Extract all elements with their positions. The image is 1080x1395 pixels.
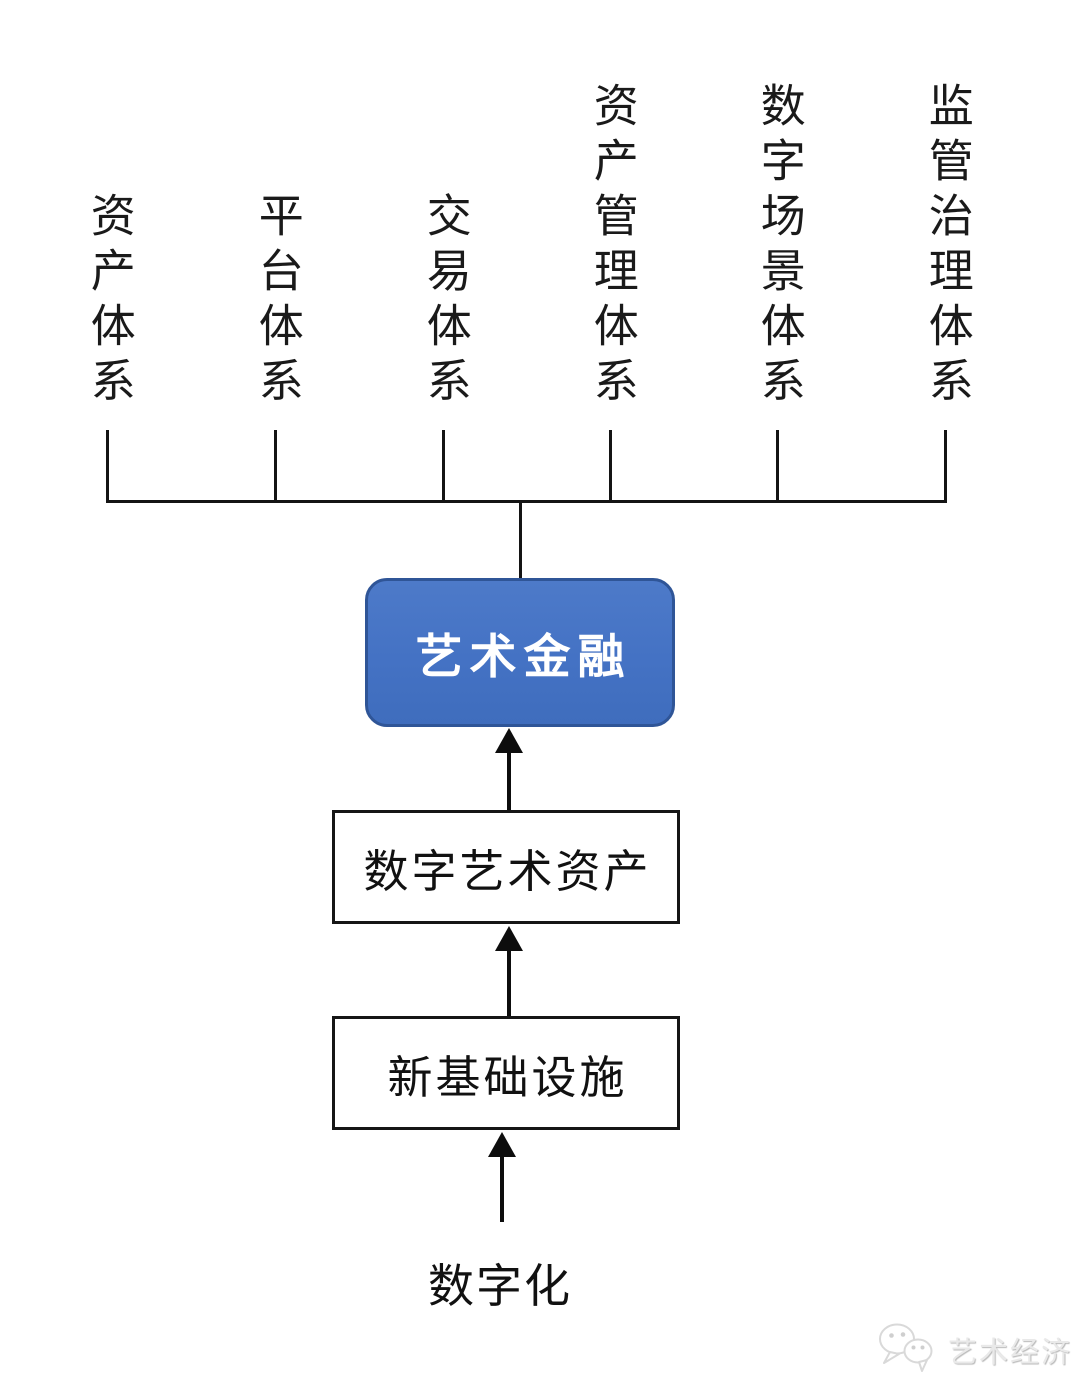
- connector-stub-2: [274, 430, 277, 503]
- up-arrow-head-3: [488, 1132, 516, 1157]
- connector-horizontal-bar: [106, 500, 947, 503]
- connector-center-drop: [519, 503, 522, 579]
- art-finance-node: 艺术金融: [365, 578, 675, 727]
- up-arrow-shaft-2: [507, 948, 511, 1016]
- system-label-digital-scene: 数字场景体系: [753, 82, 804, 412]
- up-arrow-shaft-1: [507, 750, 511, 810]
- up-arrow-head-2: [495, 926, 523, 951]
- connector-stub-1: [106, 430, 109, 503]
- art-finance-label: 艺术金融: [415, 632, 632, 684]
- system-label-regulatory-governance: 监管治理体系: [921, 82, 972, 412]
- system-label-asset-management: 资产管理体系: [586, 82, 637, 412]
- connector-stub-5: [776, 430, 779, 503]
- system-label-asset: 资产体系: [83, 192, 134, 412]
- digital-art-assets-label: 数字艺术资产: [363, 846, 652, 897]
- connector-stub-4: [609, 430, 612, 503]
- wechat-icon: [876, 1320, 938, 1379]
- system-label-trading: 交易体系: [419, 192, 470, 412]
- connector-stub-6: [944, 430, 947, 503]
- up-arrow-head-1: [495, 728, 523, 753]
- system-label-platform: 平台体系: [251, 192, 302, 412]
- new-infrastructure-label: 新基础设施: [387, 1052, 628, 1103]
- digital-art-assets-node: 数字艺术资产: [332, 810, 680, 924]
- watermark-label: 艺术经济: [948, 1336, 1073, 1369]
- up-arrow-shaft-3: [500, 1154, 504, 1222]
- digitization-label: 数字化: [428, 1261, 572, 1312]
- connector-stub-3: [442, 430, 445, 503]
- new-infrastructure-node: 新基础设施: [332, 1016, 680, 1130]
- watermark: 艺术经济: [876, 1320, 1072, 1379]
